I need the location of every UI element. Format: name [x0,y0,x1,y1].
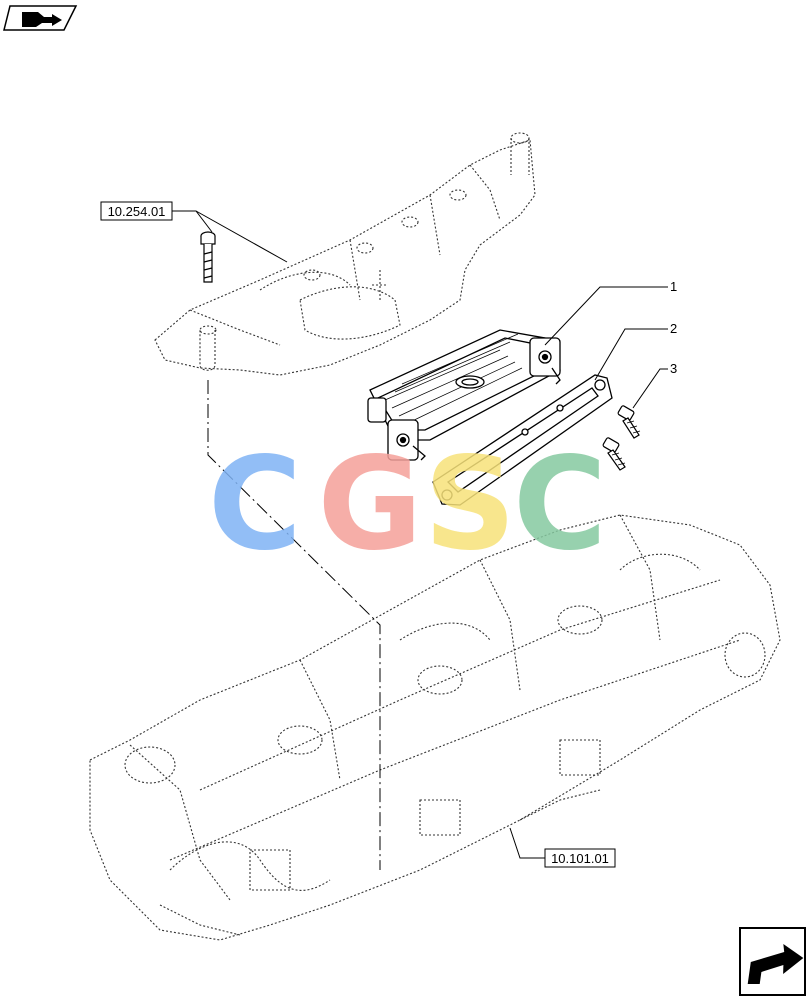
cylinder-head [89,514,781,941]
leader-lines [172,210,668,859]
ref-label-inlet-manifold: 10.254.01 [108,204,166,219]
egr-cooler [367,329,561,461]
callout-2: 2 [670,321,677,336]
next-page-arrow-icon[interactable] [739,927,806,996]
watermark-letter: S [424,430,516,579]
inlet-manifold [154,132,536,376]
ref-box-cylinder-head[interactable]: 10.101.01 [544,848,616,868]
watermark-letter: G [317,430,422,579]
alignment-line [207,380,381,870]
manifold-bolt [200,231,216,283]
cooler-bolts [602,405,641,471]
gasket [432,374,613,506]
watermark-letter: C [513,430,607,579]
ref-label-cylinder-head: 10.101.01 [551,851,609,866]
callouts: 1 2 3 [670,279,677,376]
watermark-letter: C [208,430,302,579]
callout-3: 3 [670,361,677,376]
callout-1: 1 [670,279,677,294]
ref-box-inlet-manifold[interactable]: 10.254.01 [100,201,173,221]
book-pointer-icon[interactable] [3,5,78,31]
